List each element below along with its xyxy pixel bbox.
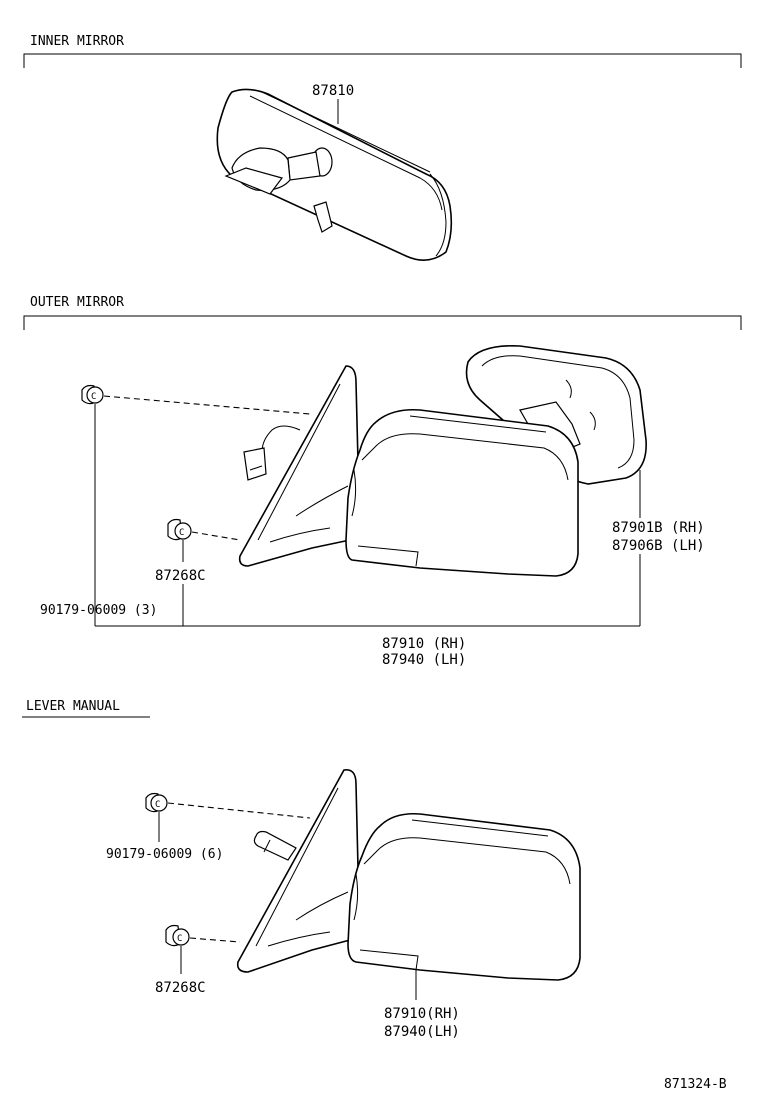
svg-text:C: C: [177, 934, 182, 944]
manual-mirror-base: [236, 768, 359, 973]
part-label-manual-screw: 90179-06009 (6): [106, 847, 223, 862]
svg-text:C: C: [91, 392, 96, 402]
manual-screw-icon: C: [145, 792, 168, 813]
section-title-inner-mirror: INNER MIRROR: [30, 34, 124, 49]
part-label-manual-assy-rh: 87910(RH): [384, 1006, 460, 1022]
outer-screw-dash: [103, 395, 311, 415]
part-label-inner-mirror: 87810: [312, 83, 354, 99]
svg-text:C: C: [179, 528, 184, 538]
part-label-outer-glass-rh: 87901B (RH): [612, 520, 705, 536]
outer-mirror-housing: [345, 408, 579, 577]
outer-mirror-connector: [243, 425, 301, 481]
inner-section-bracket: [23, 53, 742, 68]
outer-mirror-section: OUTER MIRROR: [23, 295, 742, 668]
figure-id: 871324-B: [664, 1077, 727, 1092]
manual-mirror-housing: [347, 812, 581, 981]
manual-clip-dash: [189, 937, 241, 943]
part-label-outer-clip: 87268C: [155, 568, 206, 584]
part-label-manual-clip: 87268C: [155, 980, 206, 996]
inner-mirror-section: INNER MIRROR 87810: [23, 34, 742, 261]
section-title-outer-mirror: OUTER MIRROR: [30, 295, 124, 310]
part-label-outer-screw: 90179-06009 (3): [40, 603, 157, 618]
manual-lever: [253, 830, 297, 861]
outer-clip-icon: C: [167, 518, 192, 541]
part-label-manual-assy-lh: 87940(LH): [384, 1024, 460, 1040]
outer-screw-icon: C: [81, 384, 104, 405]
manual-screw-dash: [167, 802, 311, 819]
svg-text:C: C: [155, 800, 160, 810]
inner-mirror-illustration: [216, 88, 453, 261]
part-label-outer-assy-lh: 87940 (LH): [382, 652, 466, 668]
part-label-outer-assy-rh: 87910 (RH): [382, 636, 466, 652]
part-label-outer-glass-lh: 87906B (LH): [612, 538, 705, 554]
manual-clip-icon: C: [165, 924, 190, 947]
outer-clip-dash: [191, 531, 241, 541]
lever-manual-section: LEVER MANUAL C: [22, 699, 581, 1040]
section-title-lever-manual: LEVER MANUAL: [26, 699, 120, 714]
outer-section-bracket: [23, 315, 742, 330]
